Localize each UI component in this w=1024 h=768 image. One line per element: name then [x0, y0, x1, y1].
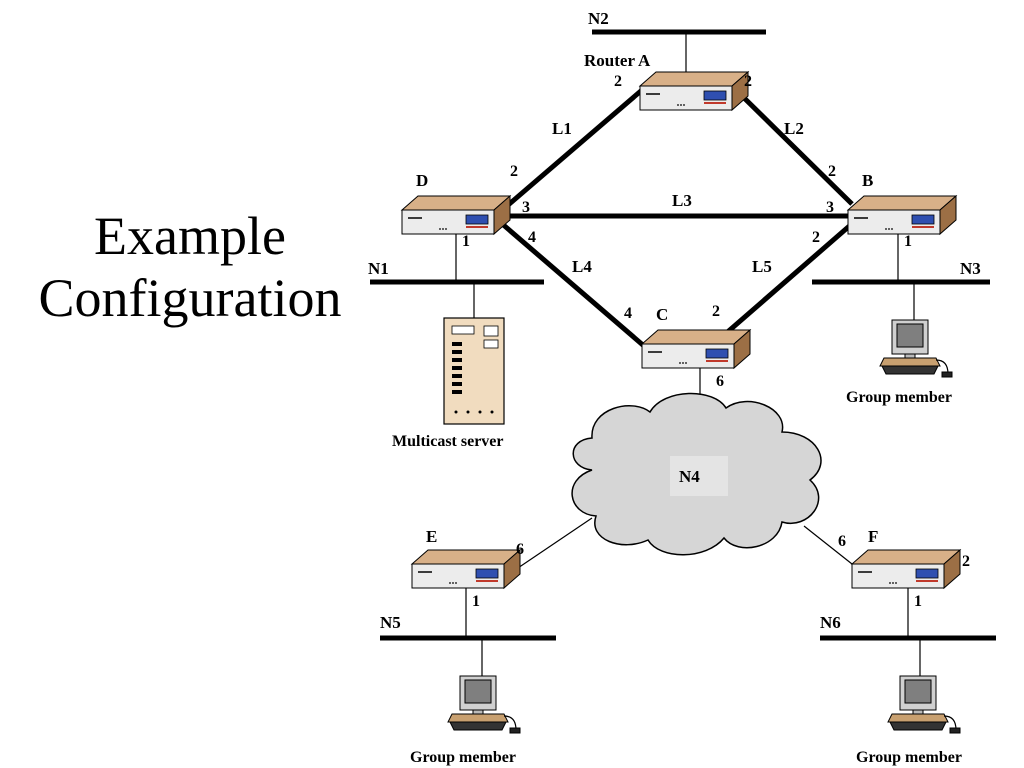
label-router-b: B: [862, 171, 873, 190]
label-router-e: E: [426, 527, 437, 546]
port-c-l5: 2: [712, 303, 720, 320]
router-a: [639, 71, 749, 111]
label-l2: L2: [784, 119, 804, 138]
router-e: [411, 549, 521, 589]
port-d-l4: 4: [528, 229, 536, 246]
label-router-d: D: [416, 171, 428, 190]
port-b-n3: 1: [904, 233, 912, 250]
label-router-a: Router A: [584, 51, 651, 70]
workstation-n6: [887, 675, 961, 734]
port-a-left: 2: [614, 73, 622, 90]
port-b-l3: 3: [826, 199, 834, 216]
port-b-l5: 2: [812, 229, 820, 246]
label-multicast-server: Multicast server: [392, 433, 504, 450]
multicast-server: [443, 317, 505, 425]
label-l1: L1: [552, 119, 572, 138]
port-e-n5: 1: [472, 593, 480, 610]
port-d-l3: 3: [522, 199, 530, 216]
port-a-right: 2: [744, 73, 752, 90]
label-group-member-n3: Group member: [846, 389, 952, 406]
label-l4: L4: [572, 257, 592, 276]
port-c-n4: 6: [716, 373, 724, 390]
port-f-extra: 2: [962, 553, 970, 570]
label-l3: L3: [672, 191, 692, 210]
link-l4: [498, 220, 646, 348]
label-n1: N1: [368, 259, 389, 278]
slide-title: Example Configuration: [0, 205, 380, 329]
port-f-n6: 1: [914, 593, 922, 610]
router-c: [641, 329, 751, 369]
link-l5: [714, 220, 856, 344]
link-l2: [734, 88, 854, 206]
port-d-n1: 1: [462, 233, 470, 250]
label-n3: N3: [960, 259, 981, 278]
workstation-n5: [447, 675, 521, 734]
label-group-member-n5: Group member: [410, 749, 516, 766]
port-f-n4: 6: [838, 533, 846, 550]
link-l1: [498, 88, 644, 214]
port-b-l2: 2: [828, 163, 836, 180]
port-d-l1: 2: [510, 163, 518, 180]
label-n4: N4: [679, 467, 700, 486]
router-b: [847, 195, 957, 235]
label-n5: N5: [380, 613, 401, 632]
port-e-n4: 6: [516, 541, 524, 558]
title-line-1: Example: [94, 206, 286, 266]
label-n6: N6: [820, 613, 841, 632]
title-line-2: Configuration: [38, 268, 342, 328]
label-n2: N2: [588, 9, 609, 28]
router-d: [401, 195, 511, 235]
label-router-f: F: [868, 527, 878, 546]
router-f: [851, 549, 961, 589]
workstation-n3: [879, 319, 953, 378]
label-l5: L5: [752, 257, 772, 276]
label-group-member-n6: Group member: [856, 749, 962, 766]
port-c-l4: 4: [624, 305, 632, 322]
label-router-c: C: [656, 305, 668, 324]
